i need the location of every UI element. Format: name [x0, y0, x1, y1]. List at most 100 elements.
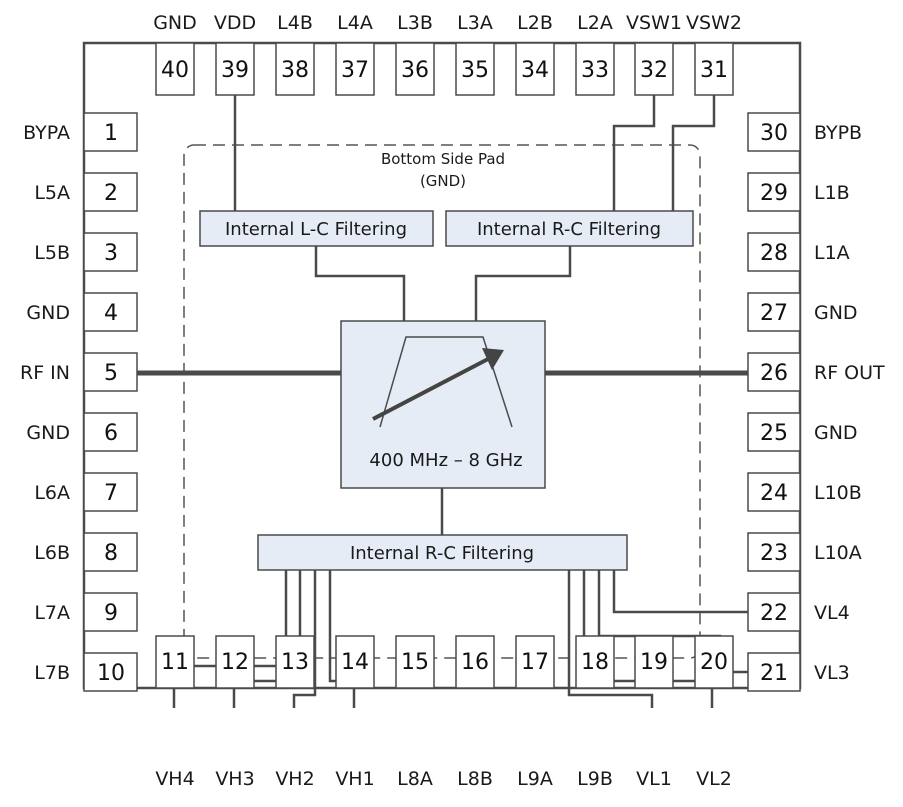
pin-box: [747, 652, 801, 692]
frequency-range-label: 400 MHz – 8 GHz: [369, 450, 522, 471]
pin-box: [83, 472, 138, 512]
pin-name: L2B: [517, 12, 553, 34]
pins-top: 40GND39VDD38L4B37L4A36L3B35L3A34L2B33L2A…: [153, 12, 742, 96]
pins-bottom: 11VH412VH313VH214VH115L8A16L8B17L9A18L9B…: [155, 635, 734, 790]
pin-31: 31 VSW2: [686, 12, 742, 96]
lc-filter-label: Internal L-C Filtering: [225, 219, 407, 240]
pin-number: 33: [581, 58, 609, 83]
pin-number: 5: [104, 361, 118, 386]
pin-name: L2A: [577, 12, 613, 34]
pin-number: 40: [161, 58, 189, 83]
pin-name: GND: [814, 302, 858, 324]
pin-number: 31: [700, 58, 728, 83]
lc-filter-block: [199, 210, 434, 247]
pin-name: L4A: [337, 12, 373, 34]
pin-name: GND: [814, 422, 858, 444]
pin-number: 18: [581, 650, 609, 675]
wire-vh3: [232, 570, 302, 708]
bottom-side-pad: [183, 144, 701, 659]
pin-box: [747, 352, 801, 392]
pin-name: VH2: [275, 768, 314, 790]
pin-number: 13: [281, 650, 309, 675]
pin-box: [215, 42, 255, 96]
pin-25: 25 GND: [747, 412, 858, 452]
wire-vh2: [292, 570, 317, 708]
pin-box: [335, 635, 375, 689]
pin-box: [515, 635, 555, 689]
pin-name: VSW2: [686, 12, 742, 34]
pin-box: [747, 472, 801, 512]
pin-box: [747, 532, 801, 572]
pin-number: 10: [97, 661, 125, 686]
pin-name: BYPA: [23, 122, 70, 144]
pin-number: 29: [760, 181, 788, 206]
pin-box: [747, 592, 801, 632]
pin-box: [747, 232, 801, 272]
pin-box: [747, 412, 801, 452]
pin-name: L6B: [34, 542, 70, 564]
rc-filter-top-label: Internal R-C Filtering: [477, 219, 661, 240]
pin-box: [395, 42, 435, 96]
pin-number: 11: [161, 650, 189, 675]
pin-number: 27: [760, 301, 788, 326]
pin-number: 9: [104, 601, 118, 626]
pin-name: RF OUT: [814, 362, 885, 384]
pin-number: 20: [700, 650, 728, 675]
pin-number: 38: [281, 58, 309, 83]
pin-number: 34: [521, 58, 549, 83]
pin-number: 7: [104, 481, 118, 506]
pin-number: 25: [760, 421, 788, 446]
pin-number: 39: [221, 58, 249, 83]
pin-name: L8B: [457, 768, 493, 790]
pin-box: [83, 352, 138, 392]
pin-number: 3: [104, 241, 118, 266]
wire-vl4: [612, 570, 748, 614]
rc-filter-bottom-label: Internal R-C Filtering: [350, 543, 534, 564]
pin-name: L10A: [814, 542, 862, 564]
pin-number: 12: [221, 650, 249, 675]
pin-number: 35: [461, 58, 489, 83]
pin-number: 15: [401, 650, 429, 675]
pin-name: L1A: [814, 242, 850, 264]
pin-box: [455, 42, 495, 96]
pin-box: [155, 42, 195, 96]
wire-vsw1: [612, 95, 656, 211]
pin-number: 24: [760, 481, 788, 506]
pin-number: 22: [760, 601, 788, 626]
pin-box: [747, 292, 801, 332]
pin-name: VH4: [155, 768, 194, 790]
pin-number: 36: [401, 58, 429, 83]
pin-name: VL2: [696, 768, 732, 790]
pin-name: VL3: [814, 662, 850, 684]
pin-name: L6A: [34, 482, 70, 504]
pin-box: [83, 652, 138, 692]
pin-33: 33 L2A: [575, 12, 615, 96]
bandpass-shape-icon: [379, 336, 513, 428]
wire-lc-center: [314, 246, 406, 321]
pin-box: [83, 292, 138, 332]
wire-vl1: [567, 570, 654, 708]
pin-box: [694, 42, 734, 96]
pin-38: 38 L4B: [275, 12, 315, 96]
rc-filter-top-block: [445, 210, 694, 247]
pin-name: L4B: [277, 12, 313, 34]
